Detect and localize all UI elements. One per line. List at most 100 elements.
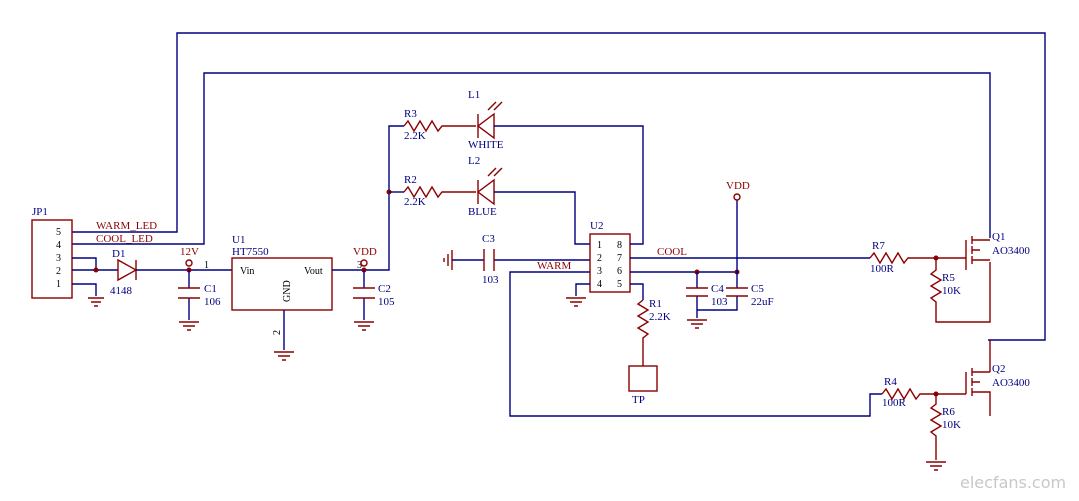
d1-ref: D1 (112, 248, 125, 260)
u1-part: HT7550 (232, 246, 269, 258)
c1-value: 106 (204, 296, 221, 308)
d1-diode (117, 258, 138, 282)
u2-pin4-wire (575, 283, 590, 296)
jp1-pin1-wire (72, 283, 97, 296)
warm-led-wire (72, 32, 1046, 341)
u1-vout: Vout (304, 266, 323, 277)
q2-mosfet (965, 340, 991, 416)
r6-resistor (929, 394, 943, 460)
r7-value: 100R (870, 263, 895, 275)
u1-gnd: GND (282, 280, 293, 302)
u1-pin2: 2 (272, 330, 283, 335)
q1-part: AO3400 (992, 245, 1030, 257)
ground-symbol-u2 (566, 297, 586, 307)
r6-ref: R6 (942, 406, 955, 418)
q2-part: AO3400 (992, 377, 1030, 389)
jp1-ref: JP1 (32, 206, 48, 218)
c2-ref: C2 (378, 283, 391, 295)
r6-value: 10K (942, 419, 961, 431)
r2-resistor (403, 185, 476, 199)
u1-vin: Vin (240, 266, 254, 277)
u2-pin4: 4 (597, 279, 602, 290)
c3-capacitor (483, 249, 495, 271)
r3-value: 2.2K (404, 130, 426, 142)
r4-value: 100R (882, 397, 907, 409)
r2-value: 2.2K (404, 196, 426, 208)
c4-capacitor (686, 287, 708, 297)
jp1-pin-5: 5 (56, 227, 61, 238)
ground-symbol-c1 (179, 321, 199, 331)
jp1-pin-3: 3 (56, 253, 61, 264)
net-cool: COOL (657, 246, 687, 258)
net-warm: WARM (537, 260, 571, 272)
port-vdd-left (360, 259, 368, 267)
r7-ref: R7 (872, 240, 885, 252)
c1-ref: C1 (204, 283, 217, 295)
warm-wire (509, 271, 882, 417)
c3-ref: C3 (482, 233, 495, 245)
r7-resistor (869, 251, 966, 265)
net-cool-led: COOL_LED (96, 233, 153, 245)
r4-ref: R4 (884, 376, 897, 388)
u2-pin5-wire (630, 283, 644, 300)
u2-pin7: 7 (617, 253, 622, 264)
ground-symbol-jp1 (88, 297, 104, 307)
cool-led-wire (72, 72, 991, 245)
l2-ref: L2 (468, 155, 480, 167)
u1-pin3: 3 (357, 260, 362, 271)
jp1-pin-4: 4 (56, 240, 61, 251)
l1-led (476, 112, 495, 140)
l1-color: WHITE (468, 139, 504, 151)
u2-pin8-wire (630, 238, 644, 245)
r5-resistor (929, 258, 991, 323)
tp-label: TP (632, 394, 645, 406)
u2-pin2: 2 (597, 253, 602, 264)
net-12v: 12V (180, 246, 199, 258)
u2-pin8: 8 (617, 240, 622, 251)
ground-symbol-u1 (274, 351, 294, 361)
jp1-connector (31, 219, 73, 299)
l2-wire (494, 191, 590, 245)
r1-ref: R1 (649, 298, 662, 310)
net-vdd-right: VDD (726, 180, 750, 192)
c4-ref: C4 (711, 283, 724, 295)
c5-capacitor (726, 287, 748, 297)
u2-pin3: 3 (597, 266, 602, 277)
ground-symbol-c3 (443, 250, 453, 270)
r3-resistor (403, 119, 476, 133)
u1-regulator (231, 257, 333, 311)
c1-capacitor (178, 287, 200, 299)
u2-ref: U2 (590, 220, 603, 232)
u2-ic (589, 233, 631, 293)
c5-wire (697, 272, 738, 311)
port-vdd-right (733, 193, 741, 201)
r3-ref: R3 (404, 108, 417, 120)
jp1-pin-2: 2 (56, 266, 61, 277)
l2-color: BLUE (468, 206, 497, 218)
l2-arrows (487, 167, 503, 177)
junction-jp1 (93, 267, 99, 273)
port-12v (185, 259, 193, 267)
d1-value: 4148 (110, 285, 133, 297)
ground-symbol-c4 (687, 319, 707, 329)
vdd-wire (332, 125, 404, 271)
l2-led (476, 178, 495, 206)
r4-resistor (881, 387, 966, 401)
ground-symbol-r6 (926, 461, 946, 471)
ground-symbol-c2 (354, 321, 374, 331)
watermark: elecfans.com (960, 473, 1066, 492)
u1-pin1: 1 (204, 260, 209, 271)
net-warm-led: WARM_LED (96, 220, 157, 232)
r1-resistor (636, 299, 650, 366)
r5-value: 10K (942, 285, 961, 297)
u2-pin1: 1 (597, 240, 602, 251)
l1-wire (494, 125, 644, 238)
c3-value: 103 (482, 274, 499, 286)
q1-mosfet (965, 236, 990, 270)
r1-value: 2.2K (649, 311, 671, 323)
jp1-pin-1: 1 (56, 279, 61, 290)
q1-ref: Q1 (992, 231, 1005, 243)
r5-ref: R5 (942, 272, 955, 284)
tp-testpoint (628, 365, 658, 392)
